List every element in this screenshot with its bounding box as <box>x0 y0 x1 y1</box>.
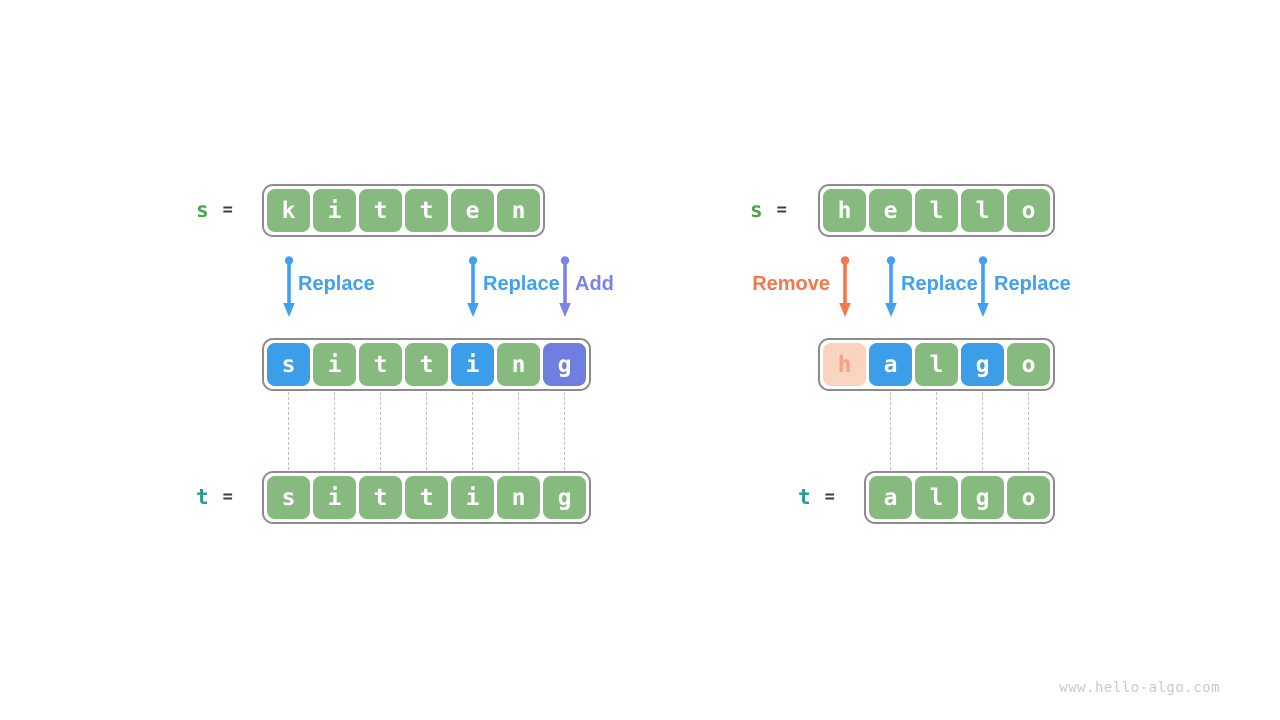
char-cell: n <box>497 476 540 519</box>
equals-sign: = <box>824 487 835 507</box>
char-cell: g <box>961 476 1004 519</box>
left-target-var-row: t = <box>196 484 233 510</box>
char-cell: l <box>915 343 958 386</box>
sitting-target-box: s i t t i n g <box>262 471 591 524</box>
mapping-dashed-line <box>982 392 983 470</box>
mapping-dashed-line <box>472 392 473 470</box>
char-cell: l <box>915 476 958 519</box>
char-cell: i <box>313 343 356 386</box>
mapping-dashed-line <box>288 392 289 470</box>
mapping-dashed-line <box>380 392 381 470</box>
remove-label: Remove <box>752 273 830 295</box>
char-cell: i <box>451 343 494 386</box>
watermark: www.hello-algo.com <box>1059 680 1220 696</box>
replace-label: Replace <box>994 273 1071 295</box>
char-cell: s <box>267 476 310 519</box>
right-s-variable: s <box>750 198 763 222</box>
equals-sign: = <box>222 200 233 220</box>
add-label: Add <box>575 273 614 295</box>
mapping-dashed-line <box>426 392 427 470</box>
down-arrow-icon <box>558 256 572 318</box>
left-s-variable: s <box>196 198 209 222</box>
char-cell: g <box>543 476 586 519</box>
char-cell: i <box>451 476 494 519</box>
char-cell: a <box>869 476 912 519</box>
replace-label: Replace <box>483 273 560 295</box>
down-arrow-icon <box>282 256 296 318</box>
left-source-var-row: s = <box>196 197 233 223</box>
right-target-var-row: t = <box>798 484 835 510</box>
left-t-variable: t <box>196 485 209 509</box>
mapping-dashed-line <box>1028 392 1029 470</box>
mapping-dashed-line <box>890 392 891 470</box>
down-arrow-icon <box>884 256 898 318</box>
char-cell: o <box>1007 189 1050 232</box>
right-source-var-row: s = <box>750 197 787 223</box>
char-cell: i <box>313 189 356 232</box>
halgo-middle-box: h a l g o <box>818 338 1055 391</box>
mapping-dashed-line <box>518 392 519 470</box>
char-cell: t <box>359 343 402 386</box>
sitting-middle-box: s i t t i n g <box>262 338 591 391</box>
char-cell: h <box>823 189 866 232</box>
char-cell: o <box>1007 343 1050 386</box>
char-cell: n <box>497 343 540 386</box>
replace-label: Replace <box>901 273 978 295</box>
algo-target-box: a l g o <box>864 471 1055 524</box>
char-cell: s <box>267 343 310 386</box>
equals-sign: = <box>222 487 233 507</box>
char-cell: t <box>359 189 402 232</box>
char-cell: t <box>359 476 402 519</box>
equals-sign: = <box>776 200 787 220</box>
char-cell: n <box>497 189 540 232</box>
mapping-dashed-line <box>334 392 335 470</box>
char-cell: e <box>869 189 912 232</box>
char-cell: e <box>451 189 494 232</box>
char-cell: g <box>961 343 1004 386</box>
mapping-dashed-line <box>936 392 937 470</box>
down-arrow-icon <box>838 256 852 318</box>
char-cell: h <box>823 343 866 386</box>
char-cell: i <box>313 476 356 519</box>
char-cell: l <box>961 189 1004 232</box>
down-arrow-icon <box>466 256 480 318</box>
char-cell: a <box>869 343 912 386</box>
right-t-variable: t <box>798 485 811 509</box>
char-cell: t <box>405 476 448 519</box>
replace-label: Replace <box>298 273 375 295</box>
char-cell: g <box>543 343 586 386</box>
char-cell: t <box>405 189 448 232</box>
hello-box: h e l l o <box>818 184 1055 237</box>
char-cell: l <box>915 189 958 232</box>
kitten-box: k i t t e n <box>262 184 545 237</box>
down-arrow-icon <box>976 256 990 318</box>
char-cell: t <box>405 343 448 386</box>
mapping-dashed-line <box>564 392 565 470</box>
char-cell: o <box>1007 476 1050 519</box>
char-cell: k <box>267 189 310 232</box>
